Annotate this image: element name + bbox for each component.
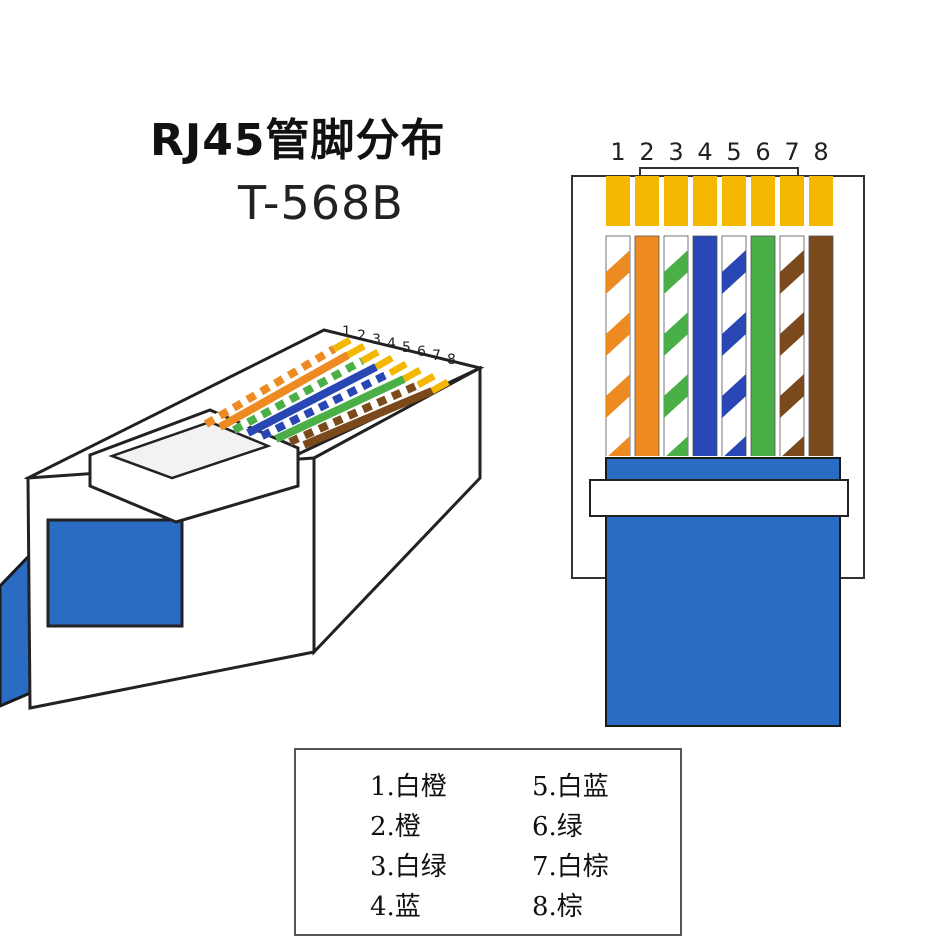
plug-pin-label-8: 8 xyxy=(447,352,456,368)
plug-wire-1-stripe xyxy=(203,345,337,428)
plug-contact-2 xyxy=(346,342,366,359)
plug-pin-label-1: 1 xyxy=(342,324,351,340)
legend-item-2: 2.橙 xyxy=(370,812,421,842)
pin-bracket xyxy=(639,167,799,178)
gold-contact-6 xyxy=(751,176,775,226)
plug-wires xyxy=(203,336,450,449)
pin-label-8: 8 xyxy=(813,138,828,166)
legend-item-5: 5.白蓝 xyxy=(532,772,609,802)
gold-contact-8 xyxy=(809,176,833,226)
plug-wire-4 xyxy=(246,363,378,437)
wire-3-stripe xyxy=(664,312,688,356)
plug-wire-6 xyxy=(274,375,406,443)
wire-8 xyxy=(808,235,834,456)
legend-item-4: 4.蓝 xyxy=(370,892,421,922)
legend-box: 1.白橙 2.橙 3.白绿 4.蓝 5.白蓝 6.绿 7.白棕 8.棕 xyxy=(294,748,682,936)
plug-contact-3 xyxy=(360,348,380,365)
latch-window xyxy=(108,420,272,480)
standard-label: T-568B xyxy=(238,176,404,230)
plug-wire-3-stripe xyxy=(232,357,364,434)
plug-contact-8 xyxy=(430,378,450,395)
gold-contacts xyxy=(606,176,833,226)
wire-5-stripe xyxy=(722,312,746,356)
pin-label-1: 1 xyxy=(610,138,625,166)
plug-contact-1 xyxy=(332,336,352,353)
plug-pin-label-5: 5 xyxy=(402,340,411,356)
plug-wire-5-stripe xyxy=(260,369,392,440)
wire-3-stripe xyxy=(666,436,688,456)
wire-5-stripe xyxy=(724,436,746,456)
pin-label-7: 7 xyxy=(784,138,799,166)
plug-contact-4 xyxy=(374,354,394,371)
legend-item-6: 6.绿 xyxy=(532,812,583,842)
pin-label-4: 4 xyxy=(697,138,712,166)
pin-label-5: 5 xyxy=(726,138,741,166)
plug-pin-label-3: 3 xyxy=(372,332,381,348)
wire-1-stripe xyxy=(606,374,630,418)
front-wires xyxy=(605,235,834,456)
plug-pin-label-2: 2 xyxy=(357,328,366,344)
wire-5-stripe xyxy=(722,374,746,418)
wire-4 xyxy=(692,235,718,456)
gold-contact-4 xyxy=(693,176,717,226)
plug-pin-label-4: 4 xyxy=(387,336,396,352)
legend-item-8: 8.棕 xyxy=(532,892,583,922)
wire-3-stripe xyxy=(664,374,688,418)
legend-item-7: 7.白棕 xyxy=(532,852,609,882)
plug-pin-label-6: 6 xyxy=(417,344,426,360)
diagram-title: RJ45管脚分布 xyxy=(150,115,446,166)
gold-contact-5 xyxy=(722,176,746,226)
plug-contact-5 xyxy=(388,360,408,377)
plug-wire-2 xyxy=(218,351,350,431)
gold-contact-1 xyxy=(606,176,630,226)
plug-wire-8 xyxy=(302,387,434,449)
pin-label-2: 2 xyxy=(639,138,654,166)
pin-label-3: 3 xyxy=(668,138,683,166)
legend-item-3: 3.白绿 xyxy=(370,852,447,882)
wire-5-stripe xyxy=(722,250,746,294)
gold-contact-2 xyxy=(635,176,659,226)
crimp-bar xyxy=(589,479,849,517)
pin-label-6: 6 xyxy=(755,138,770,166)
wire-1-stripe xyxy=(606,250,630,294)
wire-3-stripe xyxy=(664,250,688,294)
plug-wire-7-stripe xyxy=(288,381,420,446)
plug-pin-label-7: 7 xyxy=(432,348,441,364)
wire-6 xyxy=(750,235,776,456)
wire-2 xyxy=(634,235,660,456)
wire-7-stripe xyxy=(780,374,804,418)
wire-7-stripe xyxy=(780,312,804,356)
gold-contact-7 xyxy=(780,176,804,226)
wire-1-stripe xyxy=(608,436,630,456)
plug-contact-7 xyxy=(416,372,436,389)
gold-contact-3 xyxy=(664,176,688,226)
plug-contact-6 xyxy=(402,366,422,383)
plug-opening xyxy=(46,518,184,628)
wire-7-stripe xyxy=(780,250,804,294)
wire-7-stripe xyxy=(782,436,804,456)
legend-item-1: 1.白橙 xyxy=(370,772,447,802)
wire-1-stripe xyxy=(606,312,630,356)
